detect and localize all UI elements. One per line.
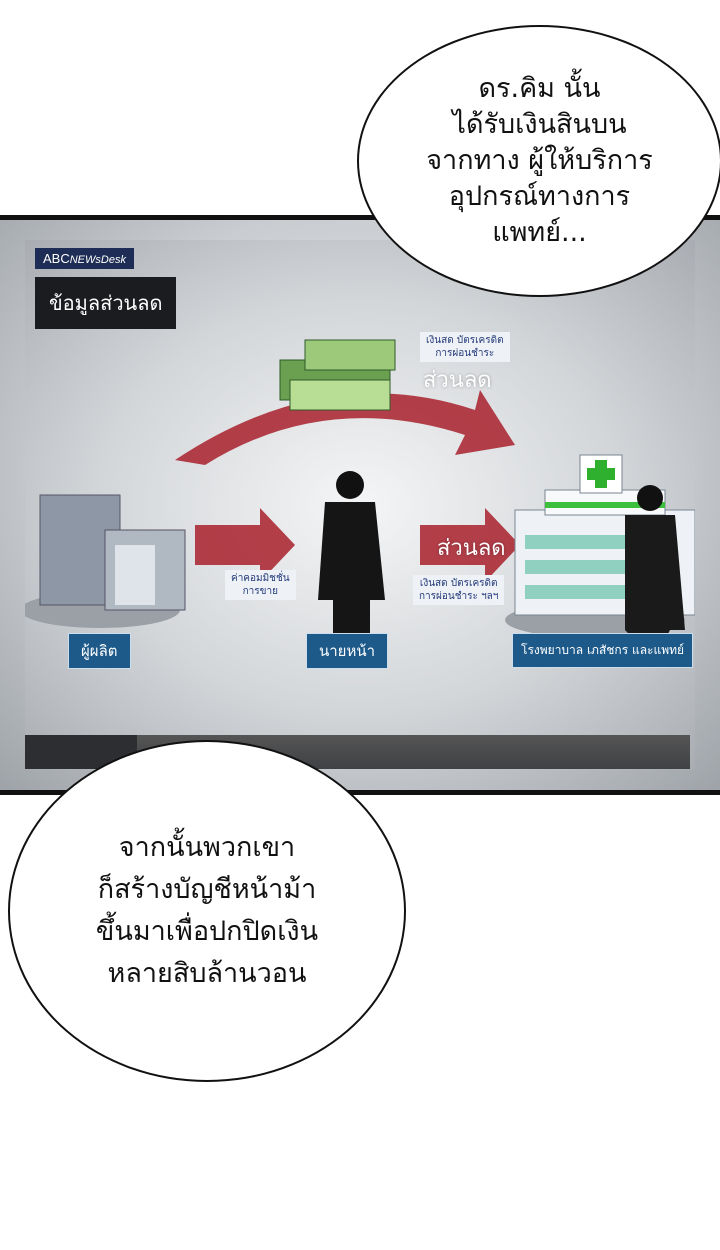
diagram-graphics	[25, 339, 695, 650]
top-curved-arrow	[175, 390, 515, 465]
news-logo: ABCNEWsDesk	[35, 248, 134, 269]
discount-label-top: ส่วนลด	[423, 368, 492, 393]
arrow-to-hospital	[420, 508, 520, 582]
logo-sub: NEWsDesk	[69, 254, 126, 266]
bubble-line: แพทย์...	[492, 217, 587, 248]
bubble-line: ได้รับเงินสินบน	[452, 109, 627, 140]
factory-building-icon	[39, 494, 186, 611]
comic-panel: ABCNEWsDesk ข้อมูลส่วนลด เงินสด บัตรเค	[0, 215, 720, 795]
bubble-line: หลายสิบล้านวอน	[107, 958, 307, 989]
benefit-label-mid: เงินสด บัตรเครดิตการผ่อนชำระ ฯลฯ	[413, 575, 505, 605]
caption-broker: นายหน้า	[306, 633, 389, 669]
label-line: เงินสด บัตรเครดิต	[426, 335, 504, 346]
speech-bubble-top: ดร.คิม นั้น ได้รับเงินสินบน จากทาง ผู้ให…	[357, 25, 720, 297]
label-line: การขาย	[242, 586, 278, 597]
label-line: การผ่อนชำระ	[435, 348, 495, 359]
bubble-line: จากนั้นพวกเขา	[118, 832, 296, 863]
label-line: เงินสด บัตรเครดิต	[419, 578, 498, 589]
bubble-line: จากทาง ผู้ให้บริการ	[426, 145, 653, 176]
bubble-line: ขึ้นมาเพื่อปกปิดเงิน	[95, 916, 319, 947]
bubble-line: ดร.คิม นั้น	[478, 73, 601, 104]
news-screen: ABCNEWsDesk ข้อมูลส่วนลด เงินสด บัตรเค	[25, 240, 695, 770]
bubble-line: ก็สร้างบัญชีหน้าม้า	[97, 874, 317, 905]
caption-hospital: โรงพยาบาล เภสัชกร และแพทย์	[512, 633, 694, 668]
label-line: การผ่อนชำระ ฯลฯ	[419, 591, 499, 602]
discount-label-mid: ส่วนลด	[437, 536, 506, 561]
news-header: ข้อมูลส่วนลด	[35, 277, 177, 329]
broker-silhouette	[318, 471, 385, 650]
logo-brand: ABC	[43, 251, 70, 266]
speech-bubble-bottom: จากนั้นพวกเขา ก็สร้างบัญชีหน้าม้า ขึ้นมา…	[8, 740, 406, 1082]
money-stack-icon	[279, 339, 396, 411]
label-line: ค่าคอมมิชชั่น	[231, 573, 290, 584]
arrow-to-broker	[195, 508, 295, 582]
caption-manufacturer: ผู้ผลิต	[68, 633, 131, 669]
bubble-line: อุปกรณ์ทางการ	[448, 181, 631, 212]
benefit-label-top: เงินสด บัตรเครดิตการผ่อนชำระ	[420, 332, 510, 362]
commission-label: ค่าคอมมิชชั่นการขาย	[225, 570, 296, 600]
doctor-silhouette	[625, 485, 685, 640]
